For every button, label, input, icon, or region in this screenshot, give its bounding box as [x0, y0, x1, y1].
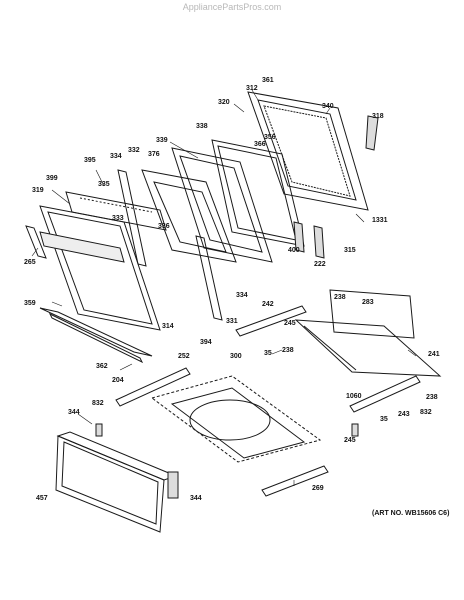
callout-376: 376 — [148, 151, 160, 158]
callout-35-b: 35 — [380, 416, 388, 423]
art-number: (ART NO. WB15606 C6) — [372, 510, 450, 517]
callout-35: 35 — [264, 350, 272, 357]
callout-340: 340 — [322, 103, 334, 110]
inner-glass — [141, 169, 237, 263]
callout-242: 242 — [262, 301, 274, 308]
callout-245-b: 245 — [344, 437, 356, 444]
callout-1060: 1060 — [346, 393, 362, 400]
callout-300: 300 — [230, 353, 242, 360]
callout-339: 339 — [156, 137, 168, 144]
callout-366: 366 — [254, 141, 266, 148]
door-side-rail — [117, 169, 223, 321]
callout-319: 319 — [32, 187, 44, 194]
callout-312: 312 — [246, 85, 258, 92]
callout-356: 356 — [264, 134, 276, 141]
callout-1331: 1331 — [372, 217, 388, 224]
callout-336: 336 — [158, 223, 170, 230]
callout-265: 265 — [24, 259, 36, 266]
door-hinge — [293, 221, 325, 259]
callout-238-b: 238 — [282, 347, 294, 354]
callout-394: 394 — [200, 339, 212, 346]
storage-drawer-body — [150, 375, 322, 463]
callout-318: 318 — [372, 113, 384, 120]
callout-252: 252 — [178, 353, 190, 360]
drawer-slide — [115, 367, 329, 497]
callout-269: 269 — [312, 485, 324, 492]
callout-333: 333 — [112, 215, 124, 222]
callout-204: 204 — [112, 377, 124, 384]
callout-315: 315 — [344, 247, 356, 254]
broiler-rail — [235, 305, 421, 413]
callout-457: 457 — [36, 495, 48, 502]
callout-832-b: 832 — [92, 400, 104, 407]
callout-238: 238 — [334, 294, 346, 301]
callout-344-b: 344 — [190, 495, 202, 502]
callout-241: 241 — [428, 351, 440, 358]
gasket-strip — [365, 115, 379, 151]
callout-222: 222 — [314, 261, 326, 268]
drawer-front-panel — [55, 431, 178, 533]
callout-395: 395 — [84, 157, 96, 164]
door-glass-panel — [171, 147, 273, 263]
callout-245: 245 — [284, 320, 296, 327]
bottom-door-trim — [39, 307, 153, 364]
vent-trim — [65, 191, 167, 231]
callout-399: 399 — [46, 175, 58, 182]
callout-283: 283 — [362, 299, 374, 306]
callout-335: 335 — [98, 181, 110, 188]
door-liner — [211, 139, 305, 247]
oven-bottom-panel — [294, 289, 442, 377]
callout-334-b: 334 — [236, 292, 248, 299]
callout-332: 332 — [128, 147, 140, 154]
callout-320: 320 — [218, 99, 230, 106]
part-callouts: 318 320 312 361 340 338 339 356 366 376 … — [24, 77, 440, 502]
callout-359: 359 — [24, 300, 36, 307]
callout-362: 362 — [96, 363, 108, 370]
callout-338: 338 — [196, 123, 208, 130]
callout-334: 334 — [110, 153, 122, 160]
callout-344: 344 — [68, 409, 80, 416]
watermark-text: AppliancePartsPros.com — [182, 2, 282, 12]
callout-331: 331 — [226, 318, 238, 325]
callout-238-c: 238 — [426, 394, 438, 401]
callout-400: 400 — [288, 247, 300, 254]
callout-314: 314 — [162, 323, 174, 330]
callout-243: 243 — [398, 411, 410, 418]
leader-lines — [31, 89, 417, 486]
callout-361: 361 — [262, 77, 274, 84]
callout-832: 832 — [420, 409, 432, 416]
small-bracket — [95, 423, 359, 499]
